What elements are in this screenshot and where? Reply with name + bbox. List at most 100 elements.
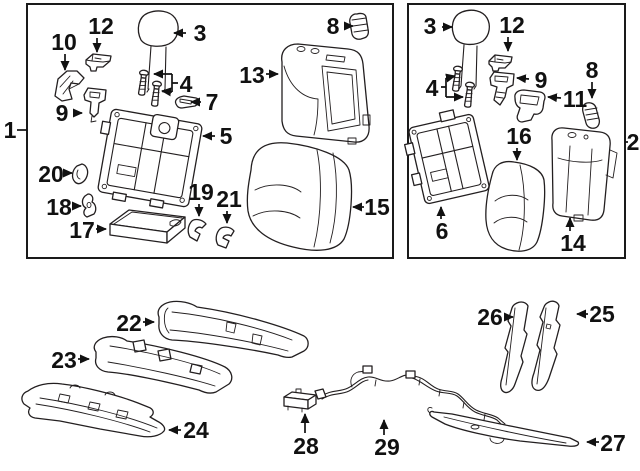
callout-4-right[interactable]: 4 [426, 73, 464, 102]
callout-7[interactable]: 7 [190, 89, 219, 115]
callout-5-label: 5 [220, 123, 233, 149]
callout-23[interactable]: 23 [51, 347, 90, 373]
part-headrest-right [451, 9, 490, 90]
part-seat-cushion-22 [157, 300, 309, 359]
callout-11[interactable]: 11 [547, 86, 588, 112]
part-cushion-left-15 [246, 142, 353, 251]
callout-26[interactable]: 26 [477, 304, 514, 330]
part-pocket-right-11 [514, 89, 546, 123]
callout-8-right[interactable]: 8 [586, 57, 599, 99]
callout-28-label: 28 [293, 433, 319, 459]
part-seat-frame-pan-24 [21, 382, 166, 438]
part-trim-strip-26 [500, 301, 529, 394]
callout-group-2[interactable]: 2 [625, 129, 639, 155]
part-wiring-harness-29 [314, 365, 506, 427]
callout-16-label: 16 [506, 123, 532, 149]
callout-18-label: 18 [46, 194, 72, 220]
part-seatback-cover-right-14 [551, 127, 618, 222]
callout-19[interactable]: 19 [188, 179, 214, 217]
part-guide-tray-left-12 [85, 53, 112, 72]
part-seatback-cover-left-13 [281, 43, 371, 145]
part-hook-clip-left-19 [187, 218, 207, 242]
callout-4-left[interactable]: 4 [153, 69, 193, 97]
callout-5[interactable]: 5 [202, 123, 233, 149]
part-bracket-left-10 [54, 70, 85, 102]
callout-12-right-label: 12 [499, 12, 525, 38]
part-guide-tray-right-12 [488, 54, 513, 72]
callout-8-left-label: 8 [327, 13, 340, 39]
callout-23-label: 23 [51, 347, 77, 373]
callout-14[interactable]: 14 [560, 217, 586, 256]
callout-3-right[interactable]: 3 [424, 13, 453, 39]
callout-8-left[interactable]: 8 [327, 13, 354, 39]
callout-24[interactable]: 24 [168, 417, 209, 443]
group-1-label: 1 [4, 117, 17, 143]
callout-16[interactable]: 16 [506, 123, 532, 161]
part-guide-left-9 [83, 87, 107, 123]
callout-20-label: 20 [38, 161, 64, 187]
callout-group-1[interactable]: 1 [4, 117, 27, 143]
callout-13[interactable]: 13 [239, 62, 279, 88]
assembly-box-2 [407, 3, 626, 259]
callout-14-label: 14 [560, 230, 586, 256]
part-clip-left-18 [81, 193, 97, 218]
callout-12-left[interactable]: 12 [88, 13, 114, 53]
callout-15-label: 15 [364, 194, 390, 220]
part-guide-right-9 [489, 71, 515, 106]
callout-10-label: 10 [51, 29, 77, 55]
part-trim-strip-25 [531, 300, 561, 392]
callout-9-right-label: 9 [535, 67, 548, 93]
callout-3-left[interactable]: 3 [173, 20, 207, 46]
callout-7-label: 7 [206, 89, 219, 115]
callout-25[interactable]: 25 [576, 301, 615, 327]
callout-29-label: 29 [374, 434, 400, 460]
callout-15[interactable]: 15 [352, 194, 390, 220]
callout-12-left-label: 12 [88, 13, 114, 39]
callout-13-label: 13 [239, 62, 265, 88]
part-latch-bezel-right-8 [581, 102, 601, 129]
callout-4-left-label: 4 [180, 71, 193, 97]
callout-6-label: 6 [436, 218, 449, 244]
callout-25-label: 25 [589, 301, 615, 327]
callout-9-left-label: 9 [56, 100, 69, 126]
callout-17[interactable]: 17 [69, 217, 107, 243]
callout-29[interactable]: 29 [374, 419, 400, 460]
callout-9-left[interactable]: 9 [56, 100, 83, 126]
callout-9-right[interactable]: 9 [516, 67, 548, 93]
callout-27-label: 27 [600, 430, 626, 456]
part-bolts-right-4 [450, 65, 476, 109]
part-module-28 [283, 388, 317, 413]
part-latch-bezel-left-8 [349, 12, 370, 40]
callout-26-label: 26 [477, 304, 503, 330]
part-seat-frame-left-5 [97, 108, 203, 209]
part-hook-clip-left-21 [215, 226, 235, 249]
part-sill-trim-27 [427, 407, 580, 447]
callout-28[interactable]: 28 [293, 413, 319, 459]
callout-10[interactable]: 10 [51, 29, 77, 71]
part-armrest-left-17 [109, 209, 186, 244]
part-clip-left-20 [71, 163, 89, 185]
callout-27[interactable]: 27 [586, 430, 626, 456]
callout-12-right[interactable]: 12 [499, 12, 525, 52]
part-cushion-right-16 [485, 160, 546, 252]
callout-11-label: 11 [563, 86, 588, 112]
callout-18[interactable]: 18 [46, 194, 82, 220]
callout-20[interactable]: 20 [38, 161, 73, 187]
callout-24-label: 24 [183, 417, 209, 443]
callout-17-label: 17 [69, 217, 95, 243]
callout-3-right-label: 3 [424, 13, 437, 39]
part-cushion-pad-23 [93, 335, 233, 394]
callout-4-right-label: 4 [426, 75, 439, 101]
callout-22[interactable]: 22 [116, 310, 155, 336]
callout-3-left-label: 3 [194, 20, 207, 46]
group-2-label: 2 [627, 129, 640, 155]
callout-19-label: 19 [188, 179, 214, 205]
callout-6[interactable]: 6 [436, 206, 449, 244]
assembly-box-1 [26, 3, 394, 259]
part-seat-frame-right-6 [403, 109, 490, 205]
callout-21-label: 21 [216, 186, 242, 212]
callout-8-right-label: 8 [586, 57, 599, 83]
callout-21[interactable]: 21 [216, 186, 242, 224]
